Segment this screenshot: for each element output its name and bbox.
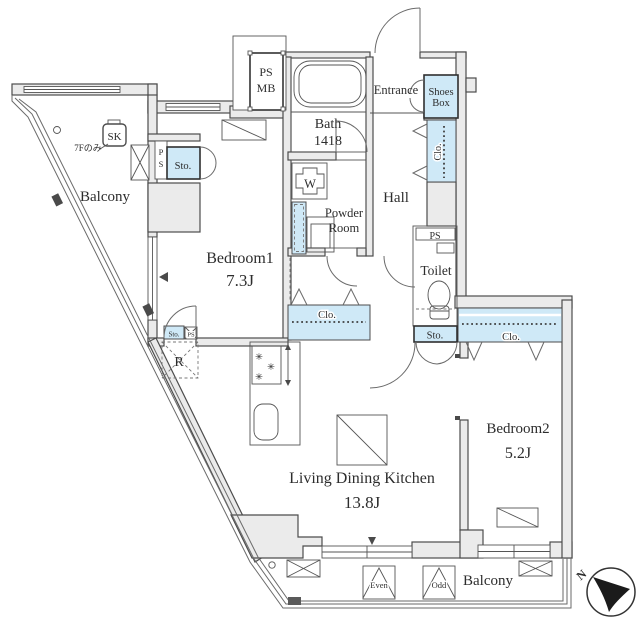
hatch-odd-label: Odd <box>432 580 447 590</box>
storage-bedroom1-top <box>154 140 217 180</box>
powder-room-label-1: Powder <box>325 206 364 220</box>
toilet-icon <box>427 280 451 320</box>
compass-icon <box>586 567 636 617</box>
burner-icon: ✳ <box>255 372 263 383</box>
entrance-door <box>374 7 421 54</box>
dining-table <box>336 414 388 466</box>
ps-mb-shaft <box>232 35 287 112</box>
balcony-railings <box>11 95 572 609</box>
windows <box>23 86 551 559</box>
bath-label: Bath <box>315 117 341 132</box>
closet-hall <box>411 119 457 183</box>
kitchen-fixtures <box>161 341 301 446</box>
doors <box>163 7 421 389</box>
triangle-left-icon <box>159 272 168 282</box>
closet-bedroom2 <box>457 307 563 362</box>
storage-bedroom1-label: Sto. <box>175 161 192 172</box>
compass-north-label: N <box>574 567 590 584</box>
powder-room-door <box>326 255 358 287</box>
balcony-fixtures <box>53 119 553 605</box>
closet-hall-label: Clo. <box>433 144 444 161</box>
bedroom2-size: 5.2J <box>505 445 531 462</box>
balcony-bottom-label: Balcony <box>463 573 513 589</box>
closets <box>154 74 563 365</box>
counter-bedroom1 <box>221 119 267 141</box>
shoes-box-label-1: Shoes <box>428 87 453 98</box>
closet-bedroom2-label: Clo. <box>502 332 520 343</box>
shoes-box <box>409 74 459 119</box>
bathtub-icon <box>291 60 367 113</box>
ldk-size: 13.8J <box>344 493 381 512</box>
balcony-top-label: Balcony <box>80 189 130 205</box>
ac-unit-icon <box>518 560 553 577</box>
washer-label: W <box>304 177 316 191</box>
bath-fixtures <box>291 60 367 255</box>
ps-vertical-label-1: P <box>159 147 164 157</box>
slop-sink <box>99 119 127 150</box>
ps-mb-label-2: MB <box>257 81 276 95</box>
bath-size: 1418 <box>314 134 342 149</box>
labels: Balcony Bedroom1 7.3J Bath 1418 Powder R… <box>74 65 590 592</box>
entrance-label: Entrance <box>374 83 419 97</box>
direction-markers <box>159 272 376 545</box>
bath-door <box>335 120 368 153</box>
powder-room-label-2: Room <box>329 221 360 235</box>
refrigerator-space <box>161 341 199 379</box>
hall-ldk-door <box>369 342 416 389</box>
ps-small-label: PS <box>187 332 195 339</box>
closet-bedroom1 <box>287 287 371 341</box>
hatch-even-label: Even <box>370 580 388 590</box>
bedroom1-label: Bedroom1 <box>206 250 274 267</box>
bedroom2-label: Bedroom2 <box>486 421 549 437</box>
toilet-door <box>383 255 416 288</box>
stove-icon <box>251 345 282 385</box>
bedroom1-size: 7.3J <box>226 271 254 290</box>
shoes-box-label-2: Box <box>432 98 450 109</box>
ps-mb-label-1: PS <box>259 65 272 79</box>
ps-toilet-label: PS <box>429 231 440 242</box>
storage-toilet <box>413 325 458 365</box>
furniture-symbols <box>221 119 539 528</box>
triangle-down-icon <box>368 537 376 545</box>
hall-label: Hall <box>383 190 409 206</box>
storage-small-label: Sto. <box>168 331 179 339</box>
closet-bedroom1-label: Clo. <box>318 310 336 321</box>
vanity-icon <box>306 216 335 253</box>
burner-icon: ✳ <box>255 352 263 363</box>
ac-unit-icon <box>286 559 321 578</box>
counter-arrow-icon <box>285 344 291 386</box>
counter-bedroom2 <box>496 507 539 528</box>
ac-unit-icon <box>130 144 150 181</box>
sk-label: SK <box>107 131 121 143</box>
burner-icon: ✳ <box>267 362 275 373</box>
floor-note-label: 7Fのみ <box>74 143 102 153</box>
storage-toilet-label: Sto. <box>427 331 444 342</box>
toilet-fixtures <box>415 227 456 320</box>
hatch-even-icon <box>362 565 396 600</box>
linen-shelf <box>291 201 307 255</box>
sink-icon <box>253 403 279 441</box>
washing-machine-icon <box>291 162 328 200</box>
toilet-label: Toilet <box>420 263 452 278</box>
bedroom1-door <box>163 305 197 339</box>
hatch-odd-icon <box>422 565 456 600</box>
refrigerator-label: R <box>174 355 184 370</box>
ldk-label: Living Dining Kitchen <box>289 470 435 487</box>
ps-vertical-label-2: S <box>159 159 164 169</box>
